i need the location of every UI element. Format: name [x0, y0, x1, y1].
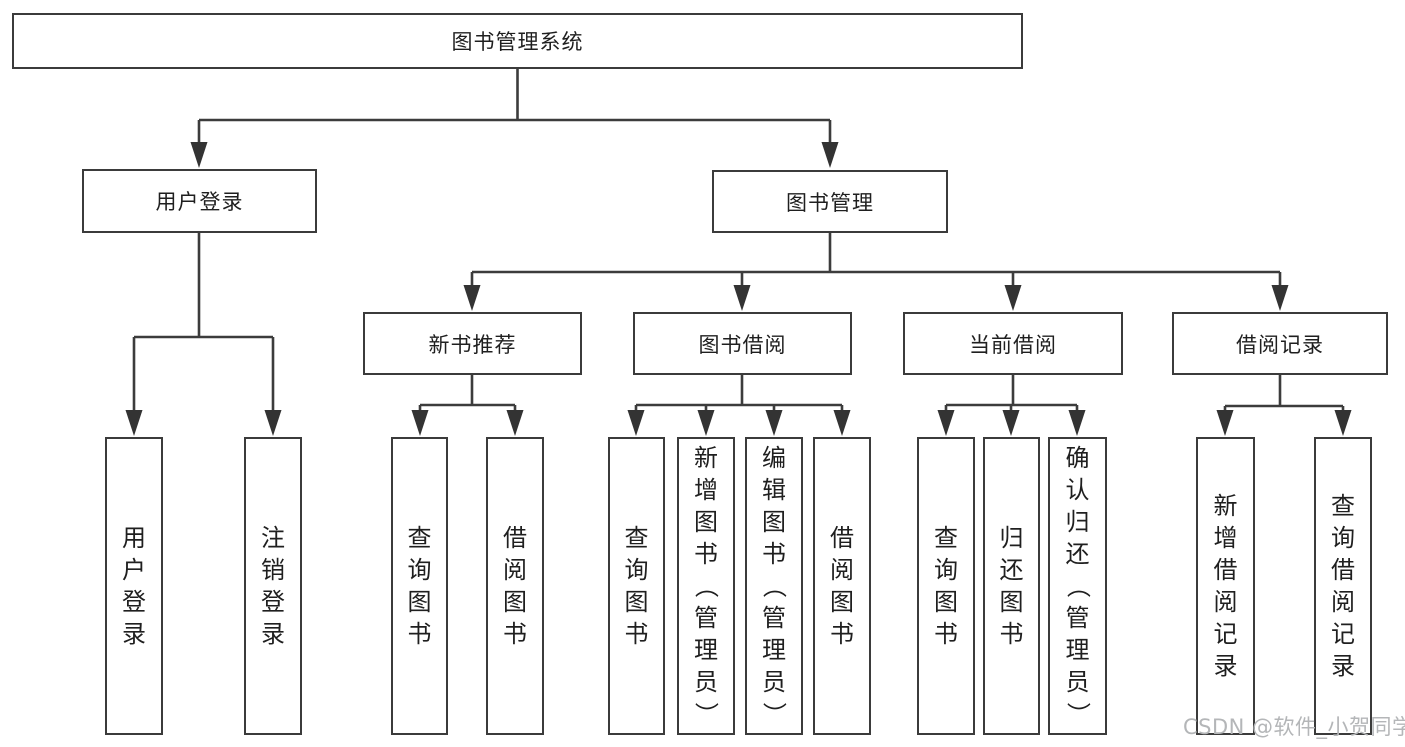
leaf-query-books: 查询图书 [391, 437, 448, 735]
leaf-add-books-admin: 新增图书（管理员） [677, 437, 735, 735]
csdn-watermark: CSDN @软件_小贺同学 [1183, 715, 1405, 739]
leaf-return-books: 归还图书 [983, 437, 1040, 735]
leaf-label: 查询图书 [624, 524, 649, 648]
leaf-add-borrow-record: 新增借阅记录 [1196, 437, 1255, 735]
node-label: 图书管理 [786, 190, 874, 215]
leaf-label: 归还图书 [999, 524, 1024, 648]
leaf-label: 注销登录 [261, 524, 285, 648]
leaf-label: 新增图书（管理员） [692, 444, 720, 726]
node-library-management-system: 图书管理系统 [12, 13, 1023, 69]
connector-recommend-to-leaves [411, 375, 524, 436]
leaf-edit-books-admin: 编辑图书（管理员） [745, 437, 803, 735]
connector-records-to-leaves [1216, 375, 1352, 436]
node-borrowing-records: 借阅记录 [1172, 312, 1388, 375]
leaf-label: 查询图书 [934, 524, 958, 648]
node-label: 用户登录 [155, 190, 244, 214]
leaf-query-borrow-record: 查询借阅记录 [1314, 437, 1372, 735]
connector-borrow-to-leaves [627, 375, 851, 436]
leaf-label: 查询图书 [407, 524, 432, 648]
node-label: 图书管理系统 [451, 30, 584, 54]
leaf-label: 用户登录 [122, 524, 146, 648]
node-label: 借阅记录 [1236, 332, 1324, 357]
leaf-label: 借阅图书 [830, 524, 854, 648]
leaf-label: 借阅图书 [503, 524, 527, 648]
leaf-label: 查询借阅记录 [1331, 492, 1355, 680]
node-label: 图书借阅 [698, 332, 787, 357]
leaf-user-login: 用户登录 [105, 437, 163, 735]
leaf-borrow-books: 借阅图书 [486, 437, 544, 735]
connector-current-to-leaves [937, 375, 1086, 436]
node-current-borrowing: 当前借阅 [903, 312, 1123, 375]
leaf-label: 新增借阅记录 [1213, 492, 1238, 680]
node-user-login: 用户登录 [82, 169, 317, 233]
leaf-query-books: 查询图书 [608, 437, 665, 735]
connector-book-management-to-level3 [463, 233, 1289, 311]
connector-root-to-level2 [190, 68, 839, 168]
leaf-label: 编辑图书（管理员） [760, 444, 788, 726]
leaf-label: 确认归还（管理员） [1063, 444, 1092, 726]
leaf-logout: 注销登录 [244, 437, 302, 735]
leaf-borrow-books: 借阅图书 [813, 437, 871, 735]
node-book-management: 图书管理 [712, 170, 948, 233]
node-label: 新书推荐 [428, 332, 517, 357]
leaf-query-books: 查询图书 [917, 437, 975, 735]
node-new-book-recommendation: 新书推荐 [363, 312, 582, 375]
leaf-confirm-return-admin: 确认归还（管理员） [1048, 437, 1107, 735]
connector-user-login-to-leaves [125, 233, 282, 436]
node-book-borrowing: 图书借阅 [633, 312, 852, 375]
node-label: 当前借阅 [969, 332, 1057, 357]
